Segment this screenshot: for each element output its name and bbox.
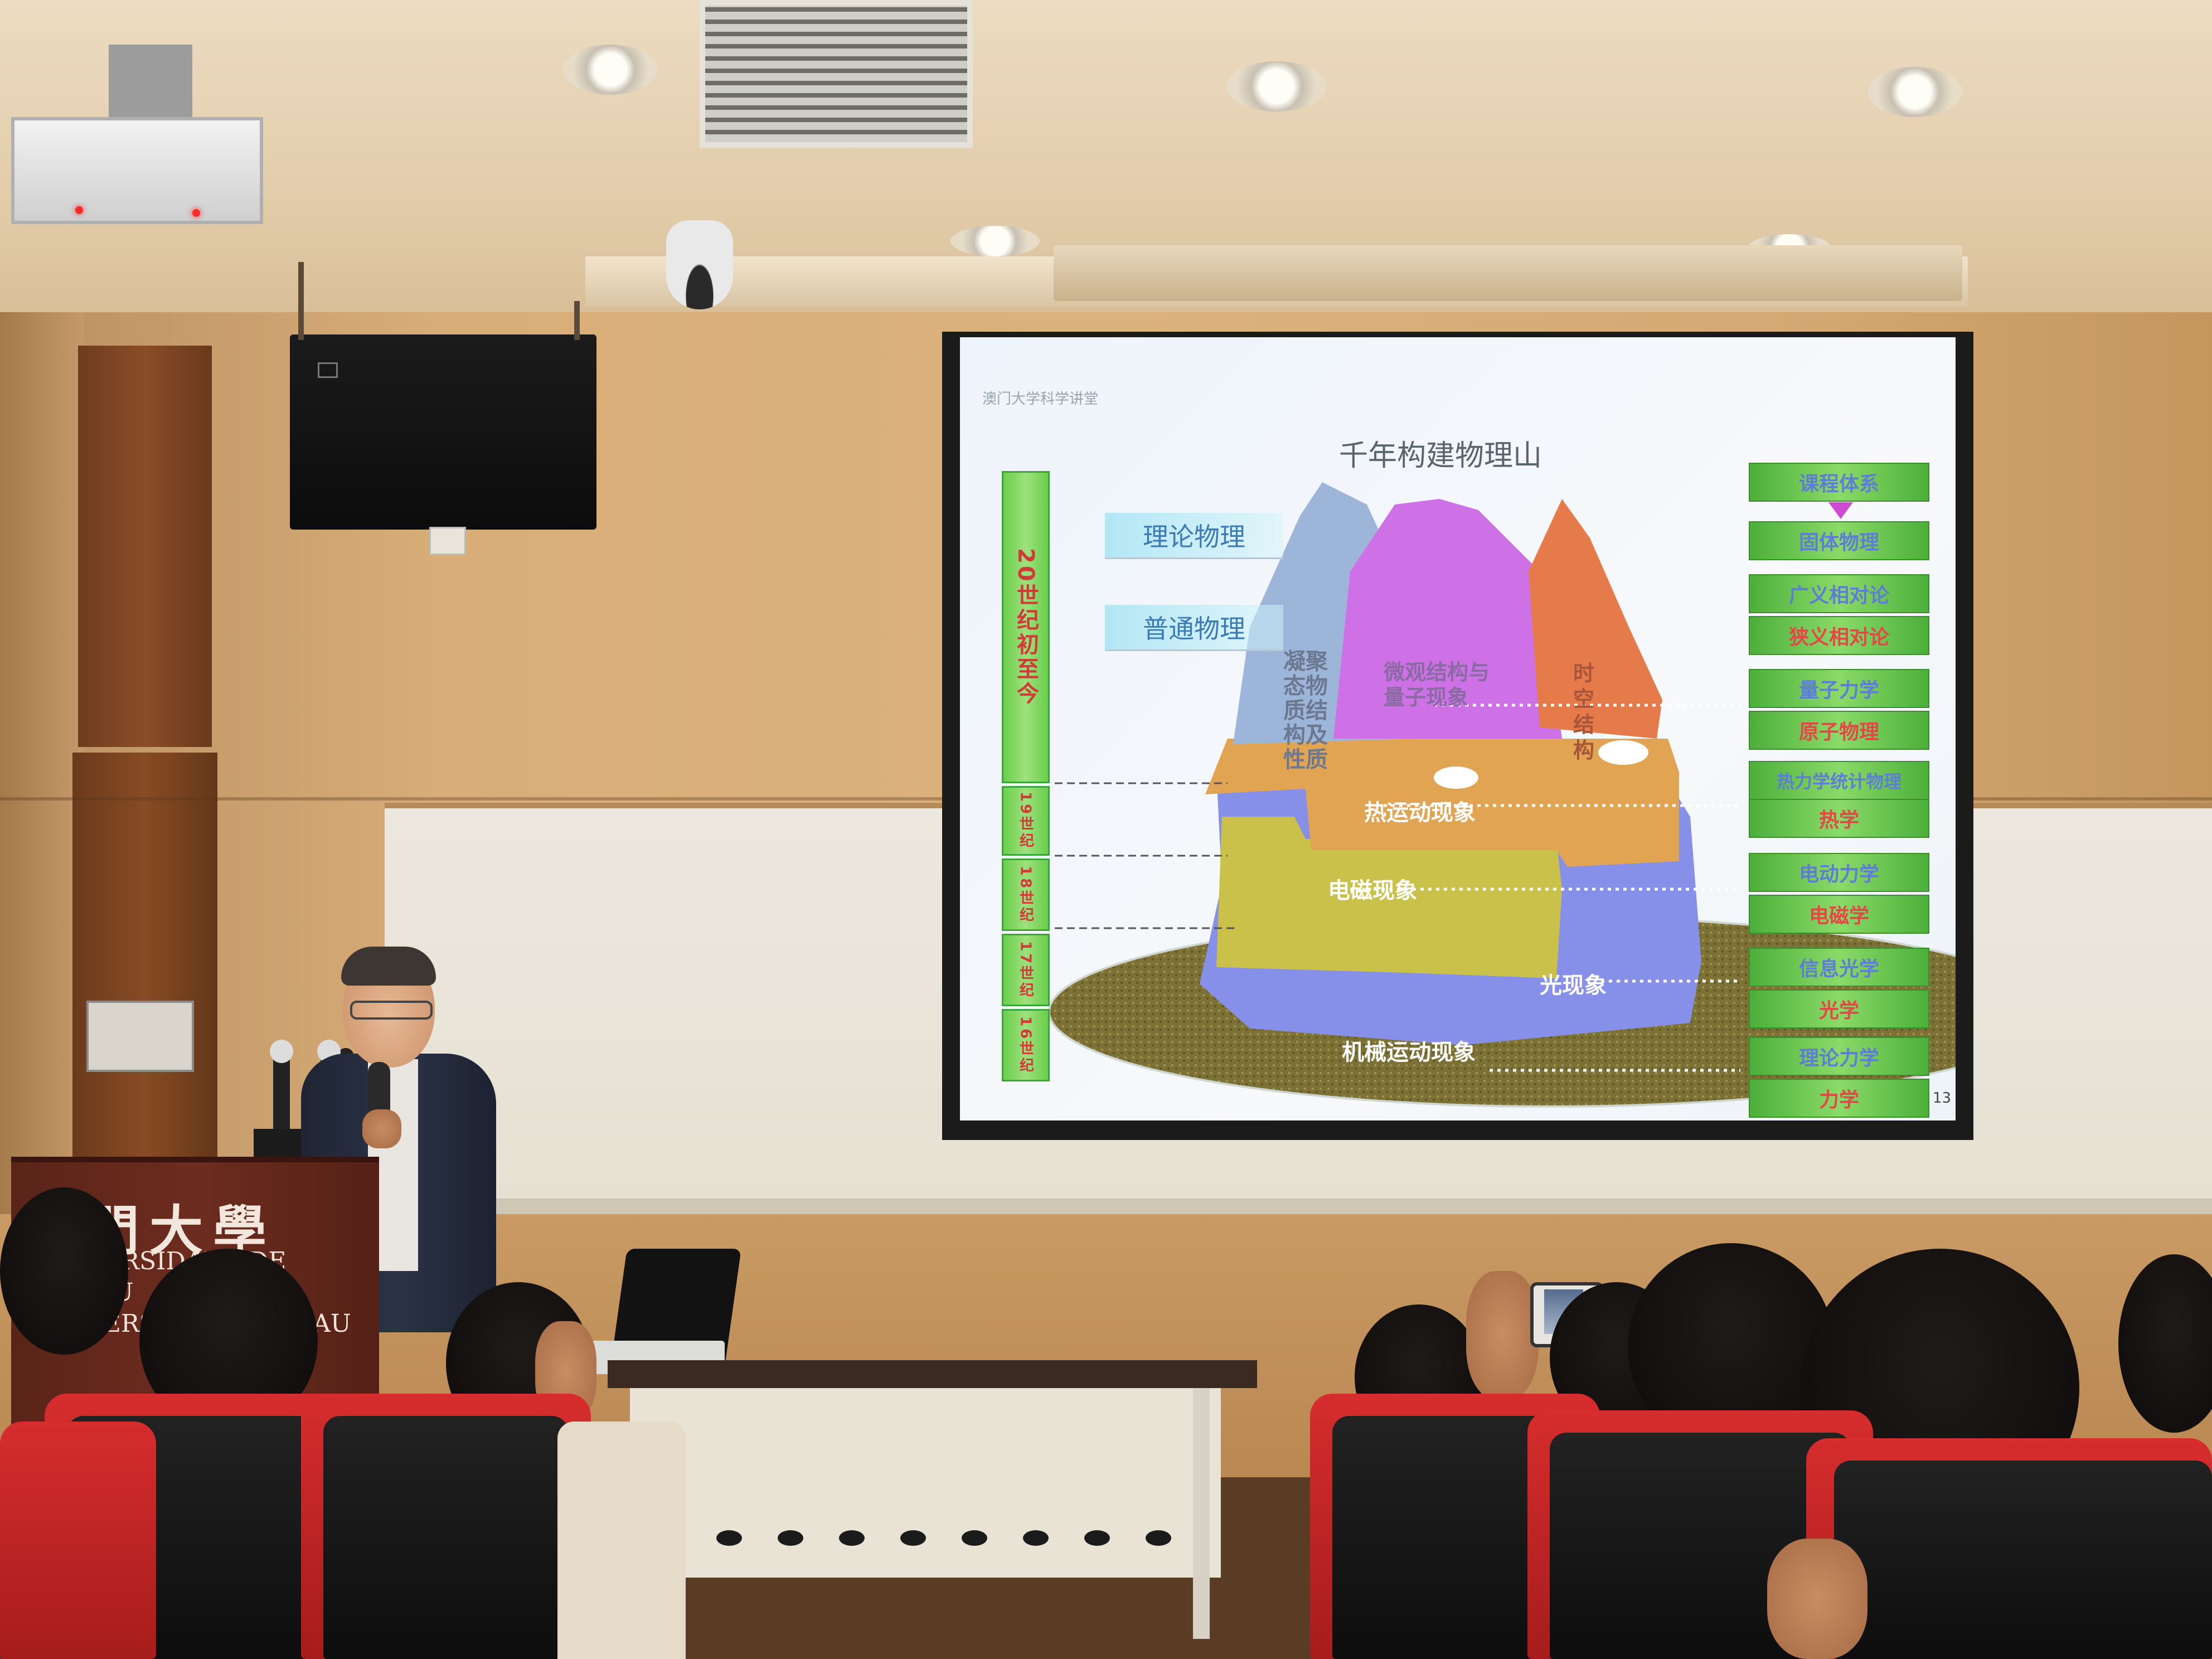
physics-mountain-illustration (1048, 482, 1956, 1108)
course-special-relativity: 狭义相对论 (1749, 616, 1929, 655)
cloud (1434, 767, 1478, 789)
indicator-led (192, 209, 200, 217)
label-thermal: 热运动现象 (1364, 800, 1476, 826)
era-19th-century: 19世纪 (1002, 786, 1050, 856)
course-theoretical-mechanics: 理论力学 (1749, 1037, 1929, 1076)
mountain-layer-micro (1333, 499, 1562, 739)
table-front-panel (630, 1388, 1221, 1578)
course-atomic-physics: 原子物理 (1749, 711, 1929, 750)
audience-hand (1466, 1271, 1539, 1399)
slide-title: 千年构建物理山 (1339, 439, 1542, 473)
label-spacetime: 时空结构 (1573, 661, 1595, 763)
speaker-cable (574, 301, 580, 340)
table-vent-hole (839, 1530, 865, 1546)
label-condensed-matter: 凝聚态物质结构及性质 (1283, 649, 1328, 773)
table-vent-hole (962, 1530, 987, 1546)
table-vent-hole (716, 1530, 742, 1546)
speaker-logo-icon (318, 362, 338, 378)
table-leg (1193, 1388, 1210, 1639)
audience-seat-back (1834, 1461, 2212, 1659)
course-quantum-mechanics: 量子力学 (1749, 669, 1929, 708)
audience-hand (1767, 1539, 1867, 1659)
wall-speaker (290, 334, 596, 530)
label-general-physics: 普通物理 (1105, 605, 1283, 651)
mountain-layer-thermal (1205, 739, 1679, 867)
left-wall (0, 312, 84, 1260)
table-vent-hole (778, 1530, 803, 1546)
course-thermo-stat: 热力学统计物理 (1749, 761, 1929, 800)
era-17th-century: 17世纪 (1002, 934, 1050, 1006)
cloud (1598, 740, 1648, 765)
ceiling-light (1226, 61, 1327, 111)
glasses-icon (350, 1001, 433, 1020)
course-system-header: 课程体系 (1749, 463, 1929, 502)
label-electromagnetic: 电磁现象 (1328, 878, 1417, 904)
audience-head (2118, 1254, 2212, 1433)
course-heat: 热学 (1749, 799, 1929, 838)
era-18th-century: 18世纪 (1002, 858, 1050, 931)
course-electrodynamics: 电动力学 (1749, 853, 1929, 892)
era-timeline: 20世纪初至今 19世纪 18世纪 17世纪 16世纪 (1002, 471, 1052, 1081)
speaker-cable (298, 262, 304, 340)
ceiling-light (563, 45, 658, 95)
era-20th-century: 20世纪初至今 (1002, 471, 1050, 783)
wall-outlet (429, 527, 466, 555)
course-mechanics: 力学 (1749, 1079, 1929, 1118)
wood-panel (72, 753, 217, 1187)
table-vent-hole (1084, 1530, 1110, 1546)
projector-mount (109, 45, 192, 123)
course-general-relativity: 广义相对论 (1749, 574, 1929, 613)
whiteboard-ledge (385, 1199, 2212, 1214)
table-top (608, 1360, 1257, 1388)
course-information-optics: 信息光学 (1749, 948, 1929, 987)
presenter-hair (341, 947, 436, 986)
course-optics: 光学 (1749, 989, 1929, 1029)
label-micro-line1: 微观结构与 (1384, 660, 1490, 685)
projector-housing (1054, 245, 1962, 301)
label-theoretical-physics: 理论物理 (1105, 513, 1283, 559)
air-vent (700, 0, 973, 148)
table-vent-hole (900, 1530, 926, 1546)
audience-shirt (557, 1422, 686, 1659)
mountain-layer-electromagnetic (1216, 817, 1562, 978)
audience-head (0, 1187, 128, 1355)
indicator-led (75, 206, 83, 214)
mountain-layer-spacetime (1529, 499, 1662, 739)
slide-page-number: 13 (1933, 1090, 1952, 1107)
arrow-down-icon (1828, 502, 1853, 519)
wall-sign (86, 1001, 194, 1072)
ceiling-light (950, 226, 1040, 256)
label-micro-line2: 量子现象 (1384, 685, 1469, 710)
presentation-slide: 澳门大学科学讲堂 千年构建物理山 (960, 337, 1956, 1120)
table-vent-hole (1146, 1530, 1171, 1546)
label-optical: 光现象 (1540, 973, 1607, 998)
label-mechanical: 机械运动现象 (1342, 1040, 1476, 1065)
presenter-hand (362, 1109, 401, 1148)
course-electromagnetism: 电磁学 (1749, 895, 1929, 934)
course-solid-state: 固体物理 (1749, 521, 1929, 560)
table-vent-hole (1023, 1530, 1049, 1546)
ceiling-light (1867, 67, 1962, 117)
audience-seat (0, 1422, 156, 1659)
wood-panel (78, 346, 212, 747)
ceiling-projector (11, 117, 263, 224)
era-16th-century: 16世纪 (1002, 1009, 1050, 1081)
audience-seat-back (323, 1416, 569, 1659)
microphone-head (270, 1040, 293, 1063)
security-camera-icon (666, 220, 733, 309)
